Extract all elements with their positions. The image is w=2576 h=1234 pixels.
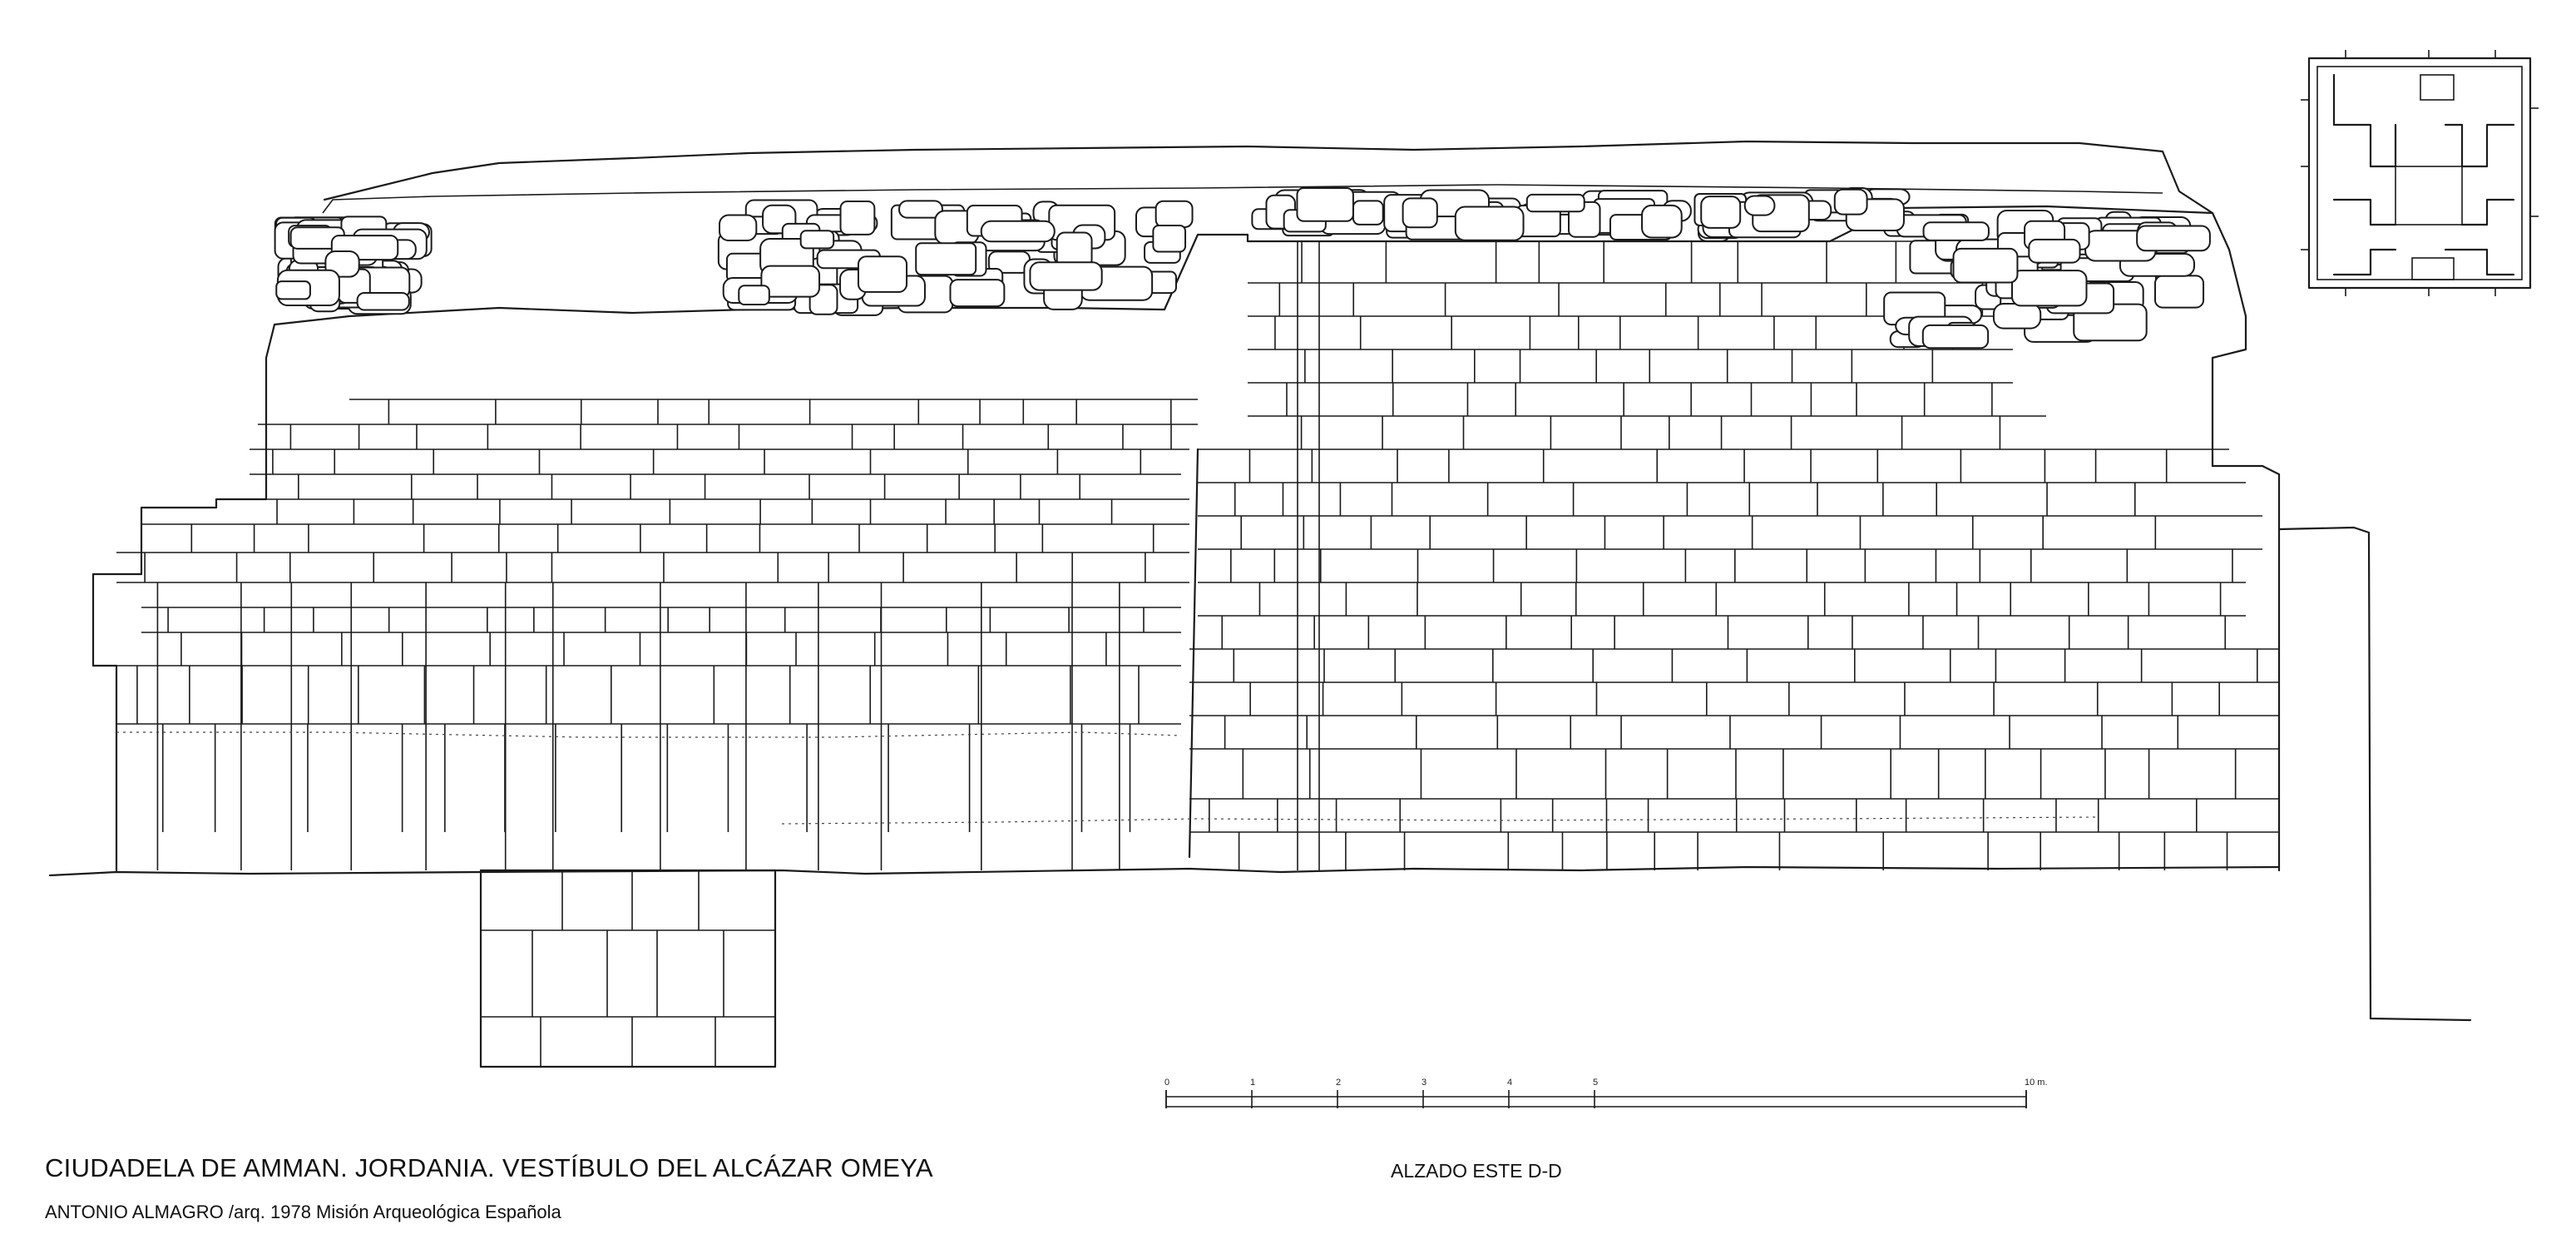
rubble-stone [1833,188,1868,216]
rubble-stone [1922,221,1990,241]
rubble-stone [839,200,876,235]
rubble-stone [857,255,908,293]
drawing-credits: ANTONIO ALMAGRO /arq. 1978 Misión Arqueo… [45,1202,561,1222]
rubble-stone [1155,200,1194,228]
rubble-stone [719,214,758,242]
rubble-stone [980,220,1056,243]
rubble-stone [915,242,977,276]
right-profile-line [2277,526,2472,1022]
rubble-stone [1952,247,2019,284]
scale-tick-label: 5 [1593,1078,1598,1088]
rubble-stone [1402,197,1438,229]
rubble-stone [356,291,410,311]
rubble-stone [1152,224,1187,253]
scale-bar: 0 1 2 3 4 5 10 m. [1164,1078,2048,1108]
view-label: ALZADO ESTE D-D [1391,1160,1562,1182]
dashed-trace [116,731,1182,738]
rubble-stone [2010,270,2088,307]
rubble-stone [2028,238,2081,264]
rubble-stone [738,285,770,306]
rubble-stone [1525,193,1585,213]
rubble-stone [1454,206,1525,241]
rubble-stone [949,279,1006,308]
rubble-stone [1641,204,1683,239]
rubble-stone [2154,275,2205,309]
dashed-trace-2 [781,816,2097,825]
key-plan [2301,50,2539,296]
rubble-stone [1921,324,1990,349]
scale-tick-label: 3 [1421,1078,1426,1088]
rubble-stone [1352,200,1384,225]
scale-tick-label: 2 [1336,1078,1341,1088]
rubble-stone [760,265,821,298]
rubble-stone [1743,195,1776,216]
foundation-block [479,869,777,1068]
ground-line [48,865,2281,877]
rubble-stone [1296,187,1354,222]
rubble-stone [1700,196,1742,229]
rubble-stone [898,200,943,219]
rubble-stone [1992,302,2042,330]
rubble-stone [2136,225,2211,252]
upper-profile-inner [322,184,2163,214]
rubble-stones [274,187,2211,349]
rubble-stone [799,230,835,250]
rubble-stone [1029,261,1103,291]
scale-tick-label: 0 [1164,1078,1169,1088]
drawing-title: CIUDADELA DE AMMAN. JORDANIA. VESTÍBULO … [45,1153,933,1182]
central-joint [1188,448,1199,859]
scale-tick-label: 10 m. [2025,1078,2048,1088]
upper-profile [323,140,2214,215]
rubble-stone [275,280,311,300]
scale-tick-label: 4 [1507,1078,1512,1088]
masonry-courses [116,240,2279,870]
scale-tick-label: 1 [1250,1078,1255,1088]
